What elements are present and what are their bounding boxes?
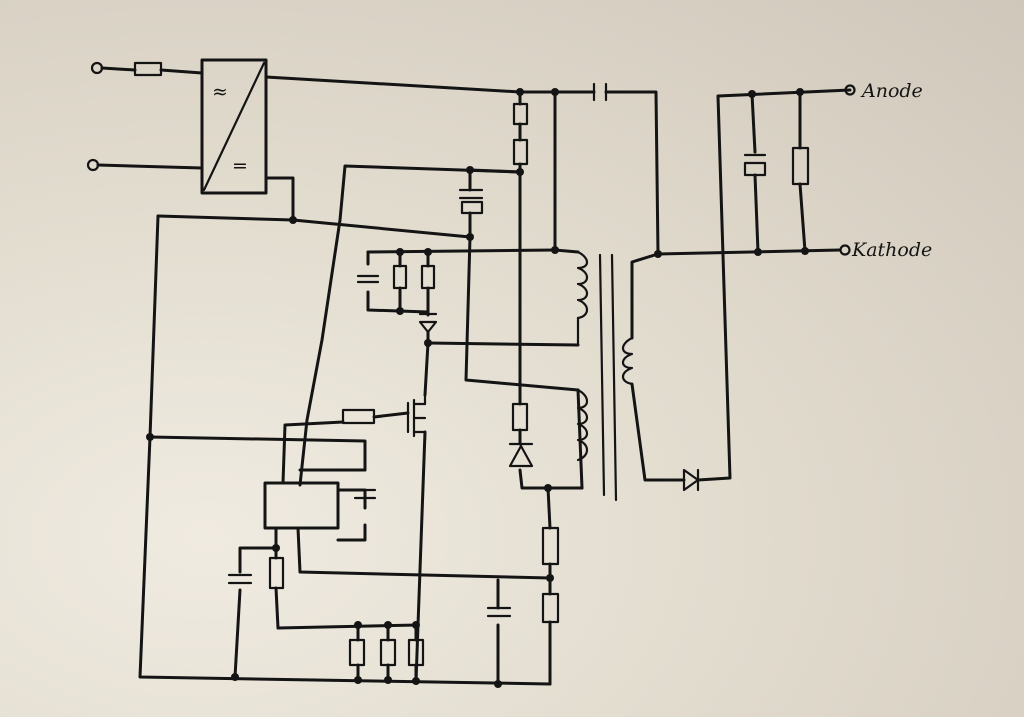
resistor-startup bbox=[460, 200, 484, 215]
mosfet-switch bbox=[406, 393, 427, 442]
resistor-snubber-1 bbox=[392, 264, 408, 290]
transformer-core bbox=[598, 253, 618, 502]
wiring bbox=[138, 75, 852, 686]
cathode-label: Kathode bbox=[851, 239, 932, 261]
resistor-gate bbox=[341, 408, 376, 425]
rectifier-box bbox=[200, 58, 268, 195]
resistor-fb-1 bbox=[541, 526, 560, 566]
capacitor-timing bbox=[227, 573, 253, 585]
capacitor-vcc bbox=[353, 488, 377, 500]
capacitor-output bbox=[743, 161, 767, 177]
anode-terminal bbox=[844, 84, 856, 96]
resistor-sense-1 bbox=[348, 638, 366, 667]
resistor-snubber-2 bbox=[420, 264, 436, 290]
resistor-timing bbox=[268, 556, 285, 590]
aux-winding bbox=[576, 388, 589, 462]
dc-symbol: = bbox=[232, 155, 248, 177]
diode-aux bbox=[508, 442, 534, 468]
cathode-terminal bbox=[839, 244, 851, 256]
resistor-bleeder bbox=[791, 146, 810, 186]
anode-label: Anode bbox=[860, 80, 923, 102]
diode-output bbox=[682, 468, 700, 492]
components bbox=[227, 82, 856, 667]
diode-snubber bbox=[418, 312, 438, 334]
ac-symbol: ≈ bbox=[212, 81, 228, 103]
capacitor-snubber bbox=[356, 274, 380, 284]
resistor-r2 bbox=[512, 138, 529, 166]
mains-input bbox=[86, 61, 204, 172]
resistor-sense-3 bbox=[407, 638, 425, 667]
resistor-r1 bbox=[512, 102, 529, 126]
control-ic bbox=[263, 481, 340, 530]
resistor-sense-2 bbox=[379, 638, 397, 667]
fuse bbox=[133, 61, 163, 77]
rectifier-block: ≈ = bbox=[200, 58, 268, 195]
resistor-aux bbox=[511, 402, 529, 432]
capacitor-coupling bbox=[592, 82, 608, 102]
capacitor-fb bbox=[486, 606, 512, 618]
junctions bbox=[146, 88, 809, 688]
resistor-fb-2 bbox=[541, 592, 560, 624]
capacitor-top bbox=[458, 188, 484, 200]
secondary-winding bbox=[621, 336, 634, 386]
primary-winding bbox=[576, 250, 589, 320]
